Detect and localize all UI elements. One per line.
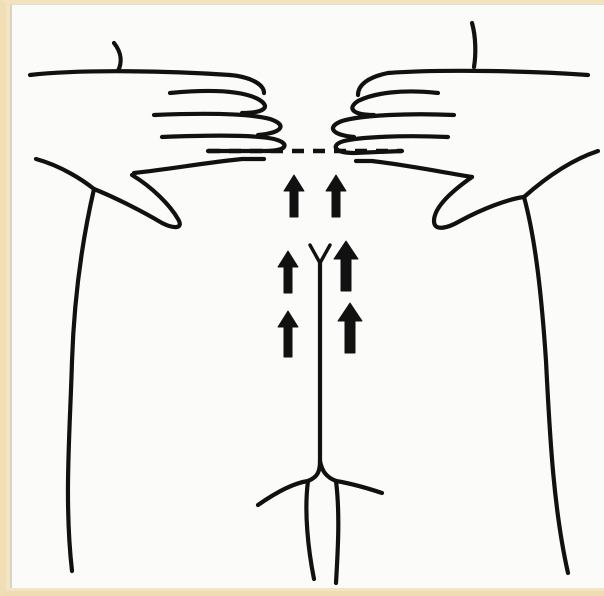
up-arrow-icon [278, 311, 298, 357]
right-buttock-curve [336, 481, 382, 493]
right-torso-outline [524, 197, 568, 573]
spine-icon [308, 245, 336, 481]
massage-diagram [12, 5, 604, 588]
up-arrow-icon [284, 175, 304, 217]
left-hand-icon [30, 43, 284, 227]
up-arrow-icon [338, 303, 362, 353]
left-torso-outline [68, 189, 94, 571]
up-arrow-icon [334, 241, 358, 291]
up-arrow-icon [278, 251, 298, 293]
illustration-panel [10, 4, 604, 588]
gluteal-cleft-left [306, 481, 314, 579]
gluteal-cleft-right [336, 481, 338, 583]
left-buttock-curve [258, 481, 308, 505]
right-hand-icon [333, 23, 598, 228]
up-arrow-icon [326, 175, 346, 217]
